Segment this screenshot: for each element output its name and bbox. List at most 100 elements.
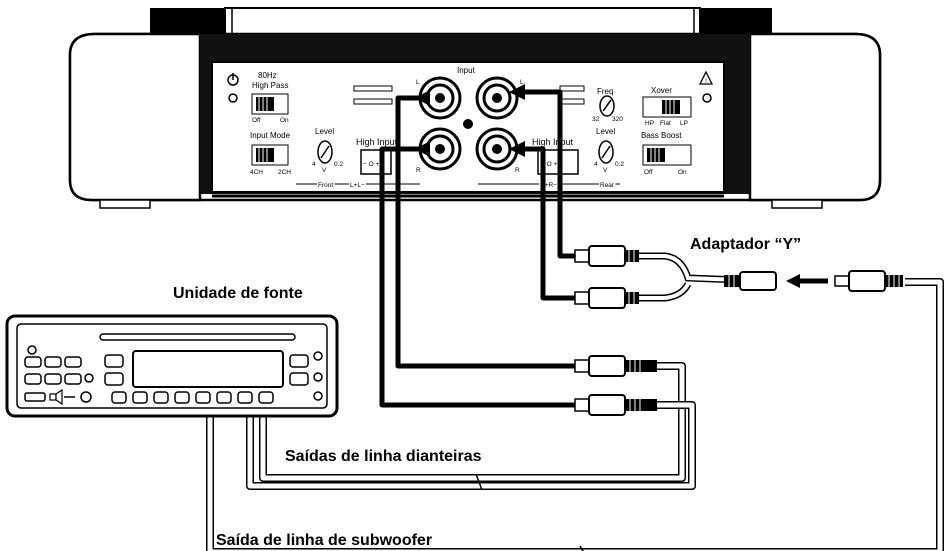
sub-output-label: Saída de linha de subwoofer [216,532,432,549]
mode-button[interactable] [104,354,124,368]
arrow-icon [509,141,525,157]
highpass-off: Off [252,117,261,124]
level-left-title: Level [315,127,334,136]
warning-icon: ! [698,70,714,103]
bottom-button[interactable] [132,391,148,404]
bass-boost-title: Bass Boost [641,131,682,140]
rca-jack-front-right[interactable] [418,127,462,171]
preset-button[interactable] [64,356,82,368]
rca-plug [574,355,657,377]
bottom-button[interactable] [237,391,253,404]
arrow-left-icon [786,274,800,288]
right-button[interactable] [289,372,309,386]
preset-button[interactable] [24,356,42,368]
front-outputs-label: Saídas de linha dianteiras [285,448,482,465]
cables [206,84,944,551]
rca-plug [574,287,639,309]
arrow-icon [415,141,430,157]
rca-plug [574,245,639,267]
power-button[interactable] [27,345,37,355]
y-adapter [574,245,903,309]
power-icon [227,73,239,103]
rear-r-label: R+R− [540,182,557,189]
rca-jack-rear-left[interactable] [475,76,519,120]
preset-button[interactable] [44,373,62,385]
highpass-title: 80Hz [258,71,277,80]
rca-plug [574,394,657,416]
mode-button[interactable] [104,372,124,386]
display [132,350,284,388]
control-button[interactable] [84,373,94,383]
xover-flat: Flat [660,120,671,127]
level-right-title: Level [596,127,615,136]
center-screw-icon [463,119,473,129]
bottom-button[interactable] [216,391,232,404]
bottom-button[interactable] [111,391,127,404]
arrow-icon [509,84,525,100]
freq-max: 320 [612,116,623,123]
amplifier: ! 80Hz High Pass Off On Input Mode 4CH 2… [68,7,882,209]
level-left-min: 4 [312,161,316,168]
jack-br-label: R [515,167,520,174]
level-right-v: V [603,167,608,174]
preset-button[interactable] [44,356,62,368]
high-input-rear-label: High Input [532,137,574,147]
jack-tl-label: L [416,79,420,86]
input-mode-title: Input Mode [250,131,291,140]
front-rca-plugs [574,355,657,416]
cd-slot [99,333,296,341]
freq-knob[interactable] [599,95,615,117]
xover-lp: LP [680,120,688,127]
right-knob[interactable] [313,372,323,382]
y-adapter-label: Adaptador “Y” [690,236,801,253]
front-label: Front [318,182,333,189]
rear-label: Rear [600,182,615,189]
level-right-knob[interactable] [598,140,614,164]
high-input-rear-pins: − O + [541,161,557,168]
input-mode-2ch: 2CH [278,169,291,176]
xover-switch[interactable] [642,96,692,118]
eject-button[interactable] [24,392,46,402]
right-knob[interactable] [313,351,323,361]
high-input-front-pins: − O + [363,161,379,168]
jack-bl-label: R [416,167,421,174]
right-knob[interactable] [313,391,323,401]
input-title: Input [457,66,476,75]
rca-jack-front-left[interactable] [418,76,462,120]
level-left-max: 0.2 [334,161,343,168]
xover-hp: HP [645,120,654,127]
jack-tr-label: L [520,79,524,86]
source-unit [5,314,339,418]
input-mode-switch[interactable] [251,144,289,166]
bass-boost-on: On [678,169,687,176]
level-right-min: 4 [594,161,598,168]
volume-icon [49,388,75,406]
xover-title: Xover [651,86,672,95]
rca-plug [834,270,903,292]
bass-boost-switch[interactable] [642,144,692,166]
right-button[interactable] [289,354,309,368]
bottom-button[interactable] [153,391,169,404]
highpass-title2: High Pass [252,81,288,90]
preset-button[interactable] [64,373,82,385]
level-right-max: 0.2 [615,161,624,168]
freq-title: Freq [597,87,613,96]
high-input-front-label: High Input [356,137,398,147]
highpass-switch[interactable] [251,93,289,115]
bottom-button[interactable] [174,391,190,404]
freq-min: 32 [592,116,600,123]
preset-button[interactable] [24,373,42,385]
svg-text:!: ! [705,78,707,85]
input-mode-4ch: 4CH [250,169,263,176]
aux-jack[interactable] [80,391,92,403]
bass-boost-off: Off [644,169,653,176]
bottom-button[interactable] [258,391,274,404]
level-left-v: V [322,167,327,174]
highpass-on: On [280,117,289,124]
bottom-button[interactable] [195,391,211,404]
arrow-icon [415,90,430,106]
high-input-front-terminal[interactable] [360,149,392,175]
level-left-knob[interactable] [317,140,333,164]
source-unit-label: Unidade de fonte [173,285,303,302]
